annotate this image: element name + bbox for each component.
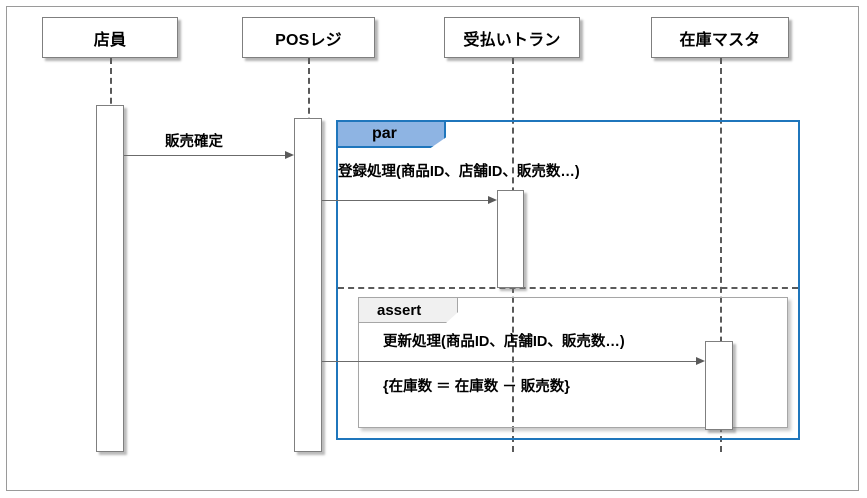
message-arrowhead-register [488,196,497,204]
fragment-par-label: par [372,125,397,142]
message-line-register [322,200,488,201]
lifeline-head-pos[interactable]: POSレジ [242,17,375,58]
fragment-assert-label: assert [377,301,422,319]
fragment-assert-tab: assert [358,297,458,323]
message-label-sales-confirm: 販売確定 [165,134,223,150]
fragment-par-tab: par [336,120,446,148]
assert-constraint-text: {在庫数 ＝ 在庫数 － 販売数} [383,379,570,395]
message-label-update: 更新処理(商品ID、店舗ID、販売数…) [383,334,625,350]
lifeline-label-stock: 在庫マスタ [679,31,761,49]
message-arrowhead-sales-confirm [285,151,294,159]
lifeline-head-clerk[interactable]: 店員 [42,17,178,58]
lifeline-label-pos: POSレジ [275,31,342,49]
par-operand-separator [338,287,798,289]
message-line-sales-confirm [124,155,289,156]
message-label-register: 登録処理(商品ID、店舗ID、販売数…) [338,164,580,180]
message-arrowhead-update [696,357,705,365]
lifeline-dash-stock [720,58,722,452]
activation-bar-stock [705,341,733,430]
activation-bar-pos [294,118,322,452]
fragment-par[interactable] [336,120,800,440]
lifeline-label-clerk: 店員 [93,31,127,49]
diagram-frame [6,6,859,491]
lifeline-label-trans: 受払いトラン [463,31,561,49]
lifeline-head-stock[interactable]: 在庫マスタ [651,17,789,58]
lifeline-head-trans[interactable]: 受払いトラン [444,17,580,58]
fragment-assert[interactable] [358,297,788,428]
activation-bar-trans [497,190,524,288]
activation-bar-clerk [96,105,124,452]
message-line-update [322,361,696,362]
